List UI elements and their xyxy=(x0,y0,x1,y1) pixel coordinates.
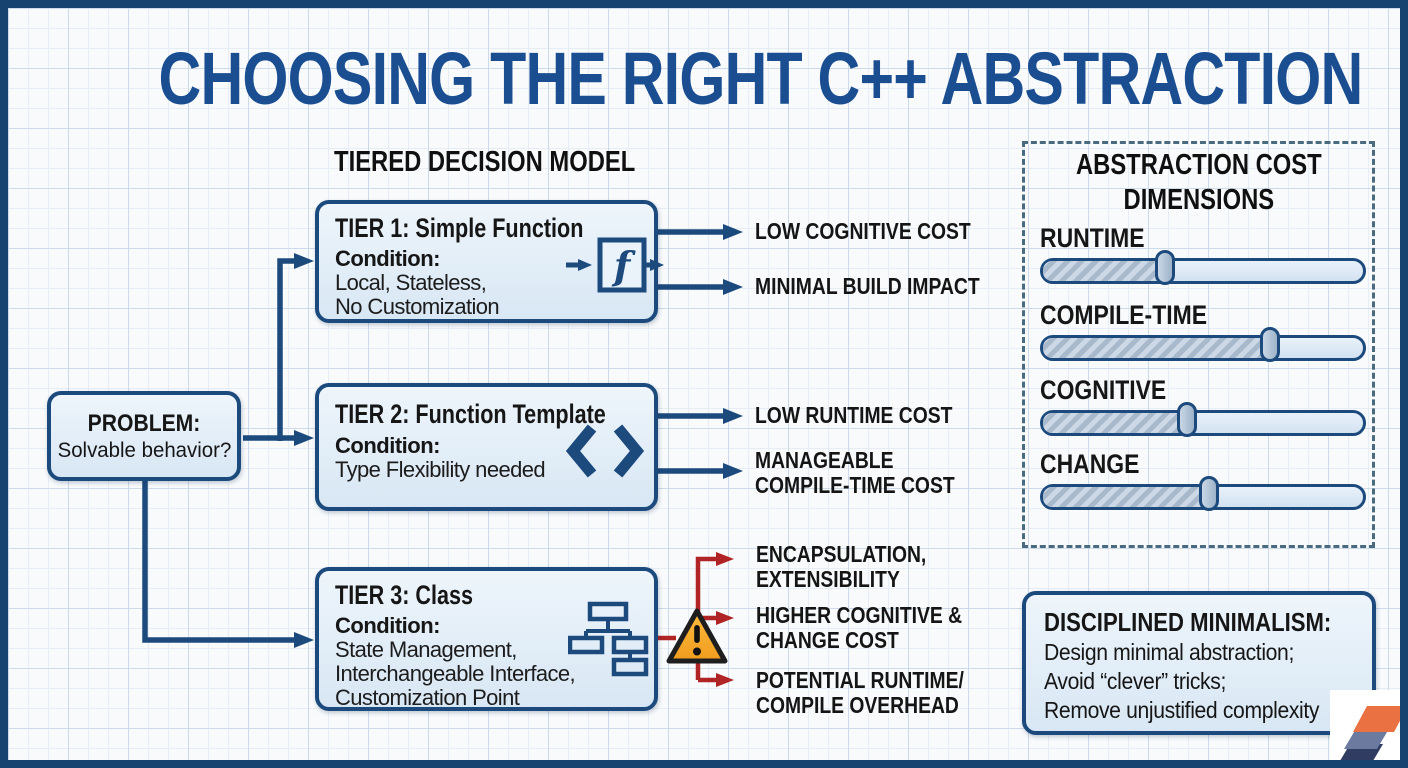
problem-box: PROBLEM: Solvable behavior? xyxy=(47,391,241,481)
slider-thumb[interactable] xyxy=(1199,476,1220,511)
layers-logo-icon xyxy=(1340,706,1400,760)
tier2-outcome-2: MANAGEABLE COMPILE-TIME COST xyxy=(755,447,955,498)
tier2-box: TIER 2: Function Template Condition: Typ… xyxy=(315,383,658,511)
cost-dimensions-panel xyxy=(1022,141,1375,548)
tier3-name: TIER 3: Class xyxy=(335,580,474,610)
tier1-outcome-2: MINIMAL BUILD IMPACT xyxy=(755,273,980,299)
slider-thumb[interactable] xyxy=(1154,250,1175,285)
function-box-icon: f xyxy=(566,237,664,293)
slider-change[interactable] xyxy=(1040,476,1366,511)
cost-panel-heading: ABSTRACTION COST DIMENSIONS xyxy=(1075,149,1322,216)
page-title-text: CHOOSING THE RIGHT C++ ABSTRACTION xyxy=(158,37,1364,120)
slider-thumb[interactable] xyxy=(1260,327,1281,362)
slider-fill xyxy=(1043,487,1210,507)
problem-label: PROBLEM: xyxy=(87,409,201,437)
slider-cognitive[interactable] xyxy=(1040,402,1366,437)
warning-triangle-icon xyxy=(666,608,728,664)
slider-label-runtime: RUNTIME xyxy=(1040,223,1145,253)
slider-label-compile-time: COMPILE-TIME xyxy=(1040,300,1208,330)
slider-fill xyxy=(1043,261,1165,281)
slider-thumb[interactable] xyxy=(1177,402,1197,437)
page-title: CHOOSING THE RIGHT C++ ABSTRACTION xyxy=(8,36,1400,121)
class-hierarchy-icon xyxy=(568,601,649,677)
slider-fill xyxy=(1043,413,1187,433)
tier3-outcome-2: HIGHER COGNITIVE & CHANGE COST xyxy=(756,602,963,653)
tier1-outcome-1: LOW COGNITIVE COST xyxy=(755,218,971,244)
brand-logo xyxy=(1330,690,1400,760)
connector-lines xyxy=(142,224,743,687)
minimalism-box: DISCIPLINED MINIMALISM: Design minimal a… xyxy=(1022,591,1376,735)
slider-runtime[interactable] xyxy=(1040,250,1366,285)
tier3-outcome-3: POTENTIAL RUNTIME/ COMPILE OVERHEAD xyxy=(756,667,964,718)
slider-compile-time[interactable] xyxy=(1040,327,1366,362)
tier3-outcome-1: ENCAPSULATION, EXTENSIBILITY xyxy=(756,541,927,592)
slider-fill xyxy=(1043,338,1271,358)
angle-brackets-icon xyxy=(566,424,644,478)
tier2-outcome-1: LOW RUNTIME COST xyxy=(755,402,953,428)
tier2-name: TIER 2: Function Template xyxy=(335,399,606,429)
tier1-name: TIER 1: Simple Function xyxy=(335,213,584,243)
slider-label-cognitive: COGNITIVE xyxy=(1040,375,1167,405)
decision-model-heading: TIERED DECISION MODEL xyxy=(334,146,636,178)
problem-question: Solvable behavior? xyxy=(57,437,231,462)
slider-label-change: CHANGE xyxy=(1040,449,1140,479)
minimalism-heading: DISCIPLINED MINIMALISM: xyxy=(1044,607,1332,637)
